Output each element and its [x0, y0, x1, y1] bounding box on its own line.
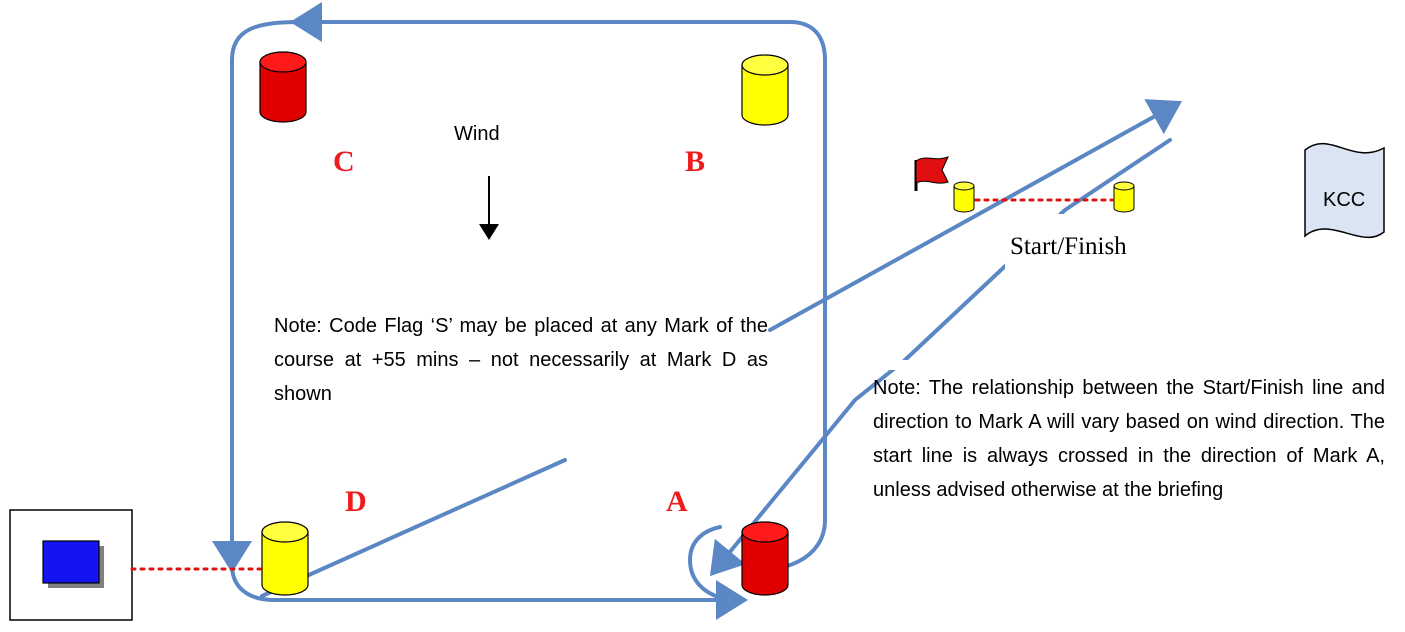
mark-a-label: A: [666, 485, 688, 518]
pointer-to-mark-d: [260, 458, 567, 598]
leg-left: [212, 20, 300, 573]
start-finish-label: Start/Finish: [1010, 233, 1127, 260]
loop-around-a: [688, 525, 742, 602]
gap-note-right: [865, 360, 915, 370]
mark-b-label: B: [685, 145, 705, 178]
mark-a-buoy: [741, 521, 789, 596]
note-flag-s: Note: Code Flag ‘S’ may be placed at any…: [274, 315, 768, 405]
note-to-start-arrow: [768, 99, 1182, 332]
committee-boat-icon: [9, 509, 133, 621]
mark-d-buoy: [261, 521, 309, 596]
clubhouse-label: KCC: [1323, 189, 1365, 211]
mark-d-label: D: [345, 485, 367, 518]
gap-start-label: [1005, 214, 1175, 274]
start-pin-buoy: [953, 181, 975, 213]
note-start-line: Note: The relationship between the Start…: [873, 377, 1385, 501]
mark-c-label: C: [333, 145, 355, 178]
document-shape-icon: [1304, 142, 1385, 238]
mark-b-buoy: [741, 54, 789, 126]
mark-c-buoy: [259, 51, 307, 123]
leg-bottom: [230, 563, 748, 620]
finish-pin-buoy: [1113, 181, 1135, 213]
wind-label: Wind: [454, 123, 500, 145]
red-flag-icon: [914, 156, 949, 191]
